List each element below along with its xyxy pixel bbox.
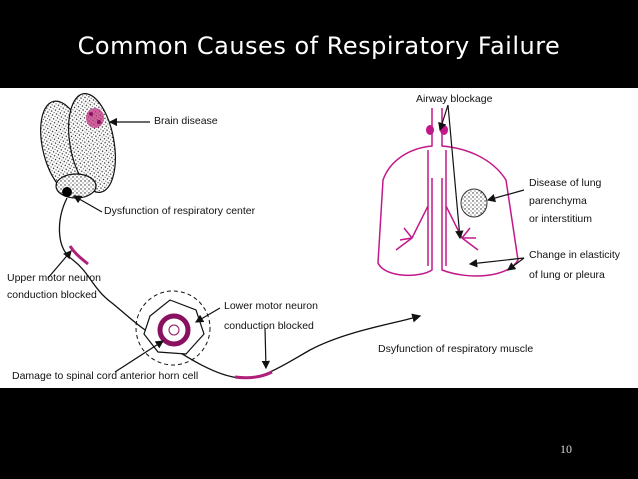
label-muscle: Dsyfunction of respiratory muscle	[378, 343, 534, 355]
label-elasticity-1: Change in elasticity	[529, 249, 621, 261]
label-lower-motor-2: conduction blocked	[224, 320, 314, 332]
label-lung-disease-3: or interstitium	[529, 213, 593, 225]
diagram-graphics	[40, 93, 525, 380]
label-upper-motor-2: conduction blocked	[7, 289, 97, 301]
brain-icon	[40, 93, 116, 199]
label-elasticity-2: of lung or pleura	[529, 269, 605, 281]
label-spinal-cord: Damage to spinal cord anterior horn cell	[12, 370, 199, 382]
label-respiratory-center: Dysfunction of respiratory center	[104, 205, 256, 217]
page-number: 10	[560, 442, 572, 456]
lungs-icon	[377, 108, 519, 277]
label-upper-motor-1: Upper motor neuron	[7, 272, 101, 284]
nerve-pathway	[58, 197, 406, 379]
slide-title: Common Causes of Respiratory Failure	[77, 32, 561, 60]
respiratory-center-dot	[62, 187, 72, 197]
label-lung-disease-2: parenchyma	[529, 195, 587, 207]
spinal-cord-icon	[135, 290, 211, 366]
label-lower-motor-1: Lower motor neuron	[224, 300, 318, 312]
label-brain-disease: Brain disease	[154, 115, 218, 127]
respiratory-failure-diagram: Brain disease Dysfunction of respiratory…	[0, 88, 638, 388]
label-airway: Airway blockage	[416, 93, 493, 105]
label-lung-disease-1: Disease of lung	[529, 177, 602, 189]
